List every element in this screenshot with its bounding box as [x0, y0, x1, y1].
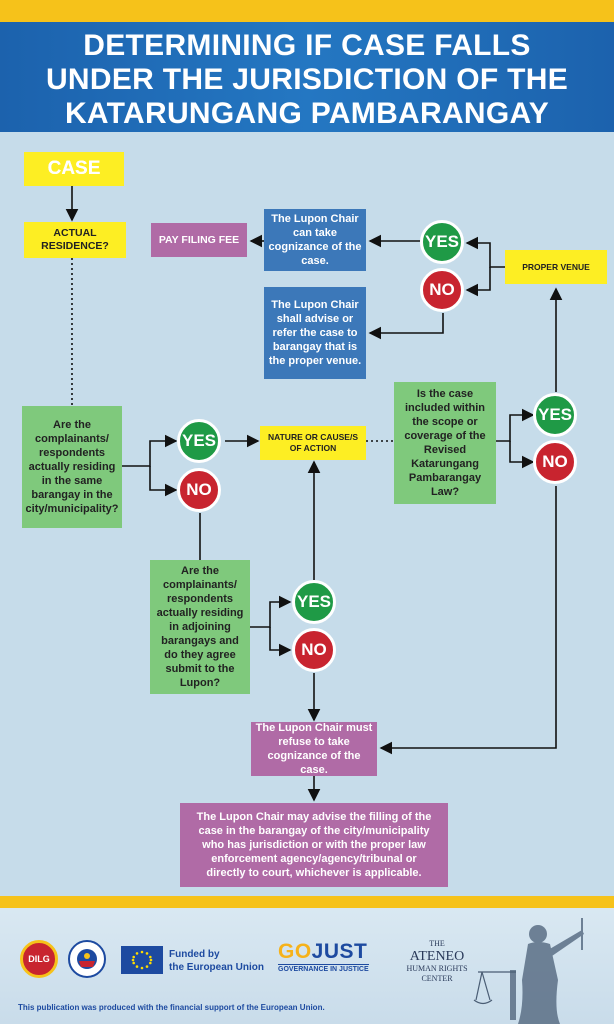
- nature-of-action-box: NATURE OR CAUSE/S OF ACTION: [260, 426, 366, 460]
- yes-node-scope: YES: [533, 393, 577, 437]
- yes-node-venue: YES: [420, 220, 464, 264]
- header-banner: DETERMINING IF CASE FALLS UNDER THE JURI…: [0, 22, 614, 132]
- seal-emblem-icon: [77, 949, 97, 969]
- gojust-tagline: GOVERNANCE IN JUSTICE: [278, 964, 369, 973]
- eu-funded-line-1: Funded by: [169, 949, 220, 960]
- proper-venue-box: PROPER VENUE: [505, 250, 607, 284]
- no-node-same-barangay: NO: [177, 468, 221, 512]
- advise-refer-text: The Lupon Chair shall advise or refer th…: [268, 299, 362, 367]
- top-accent-strip: [0, 0, 614, 22]
- yes-label: YES: [181, 431, 217, 450]
- gojust-just: JUST: [311, 940, 368, 963]
- ateneo-logo: THE ATENEO HUMAN RIGHTS CENTER: [392, 939, 482, 984]
- ateneo-line-1: THE: [429, 939, 445, 948]
- take-cognizance-text: The Lupon Chair can take cognizance of t…: [268, 213, 362, 267]
- pay-filing-fee-text: PAY FILING FEE: [158, 234, 240, 246]
- no-label: NO: [542, 452, 568, 471]
- same-barangay-question: Are the complainants/ respondents actual…: [22, 406, 122, 528]
- adjoining-question-text: Are the complainants/ respondents actual…: [156, 565, 244, 689]
- yes-node-adjoining: YES: [292, 580, 336, 624]
- gojust-logo: GOJUST: [278, 940, 367, 964]
- eu-disclaimer: This publication was produced with the f…: [18, 1003, 325, 1012]
- pay-filing-fee-box: PAY FILING FEE: [151, 223, 247, 257]
- yes-node-same-barangay: YES: [177, 419, 221, 463]
- scope-question-text: Is the case included within the scope or…: [404, 388, 486, 498]
- nature-of-action-text: NATURE OR CAUSE/S OF ACTION: [267, 432, 359, 453]
- ateneo-line-3: HUMAN RIGHTS: [406, 964, 468, 973]
- take-cognizance-box: The Lupon Chair can take cognizance of t…: [264, 209, 366, 271]
- eu-funded-text: Funded by the European Union: [169, 948, 264, 974]
- title-line-1: DETERMINING IF CASE FALLS: [83, 29, 531, 62]
- advise-refer-box: The Lupon Chair shall advise or refer th…: [264, 287, 366, 379]
- actual-residence-line-1: ACTUAL: [53, 227, 97, 239]
- actual-residence-box: ACTUAL RESIDENCE?: [24, 222, 126, 258]
- gojust-go: GO: [278, 940, 312, 963]
- refuse-box: The Lupon Chair must refuse to take cogn…: [251, 722, 377, 776]
- ateneo-line-2: ATENEO: [409, 949, 465, 964]
- bottom-accent-strip: [0, 896, 614, 908]
- scope-question: Is the case included within the scope or…: [394, 382, 496, 504]
- eu-funded-line-2: the European Union: [169, 962, 264, 973]
- no-node-venue: NO: [420, 268, 464, 312]
- yes-label: YES: [424, 232, 460, 251]
- yes-label: YES: [296, 592, 332, 611]
- may-advise-text: The Lupon Chair may advise the filling o…: [196, 811, 432, 879]
- ateneo-line-4: CENTER: [421, 974, 453, 983]
- dilg-logo-text: DILG: [28, 954, 50, 964]
- yes-label: YES: [537, 405, 573, 424]
- proper-venue-text: PROPER VENUE: [522, 262, 590, 272]
- refuse-text: The Lupon Chair must refuse to take cogn…: [255, 722, 373, 776]
- adjoining-question: Are the complainants/ respondents actual…: [150, 560, 250, 694]
- no-label: NO: [301, 640, 327, 659]
- case-box: CASE: [24, 152, 124, 186]
- no-node-adjoining: NO: [292, 628, 336, 672]
- no-node-scope: NO: [533, 440, 577, 484]
- eu-flag-icon: [121, 946, 163, 974]
- lady-justice-statue-image: [473, 918, 584, 1024]
- may-advise-box: The Lupon Chair may advise the filling o…: [180, 803, 448, 887]
- lupon-seal-logo: [68, 940, 106, 978]
- actual-residence-line-2: RESIDENCE?: [41, 240, 109, 252]
- no-label: NO: [186, 480, 212, 499]
- title-line-3: KATARUNGANG PAMBARANGAY: [64, 97, 550, 130]
- same-barangay-text: Are the complainants/ respondents actual…: [25, 419, 119, 515]
- dilg-logo: DILG: [20, 940, 58, 978]
- case-label: CASE: [47, 158, 101, 179]
- title-line-2: UNDER THE JURISDICTION OF THE: [45, 63, 569, 96]
- no-label: NO: [429, 280, 455, 299]
